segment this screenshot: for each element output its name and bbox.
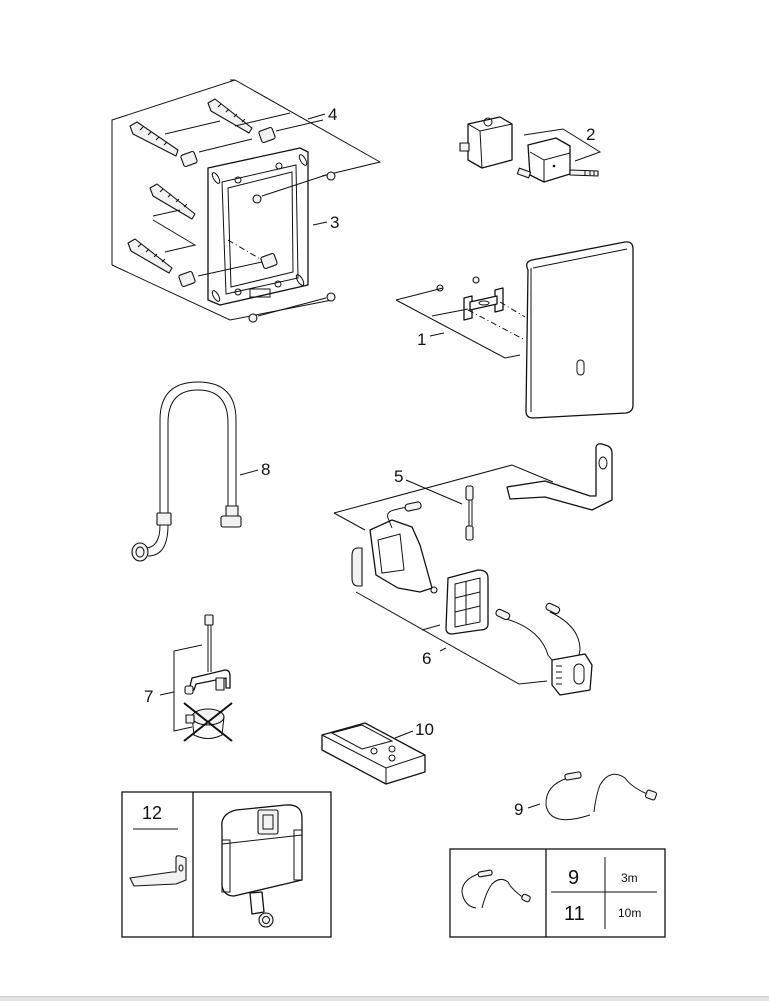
wall-anchor <box>129 121 179 157</box>
callout-label-3: 3 <box>330 213 339 232</box>
callout-label-5: 5 <box>394 467 403 486</box>
electronics-box-group <box>459 116 602 183</box>
sleeve <box>180 150 198 168</box>
callout-3-leader <box>312 221 328 226</box>
cistern-bracket <box>129 855 187 887</box>
callout-9-leader <box>527 803 541 809</box>
callout-5-bracket <box>333 464 554 514</box>
table-row-part-9: 9 <box>568 867 579 889</box>
remote-button <box>388 745 396 753</box>
valve-insert-group <box>159 614 233 742</box>
callout-label-2: 2 <box>586 125 595 144</box>
screw <box>252 194 262 204</box>
table-row-length-11: 10m <box>618 906 641 920</box>
screw <box>326 171 336 181</box>
sensor-window <box>576 359 585 376</box>
extension-cable <box>527 771 658 821</box>
remote-control <box>321 722 426 785</box>
page-footer-divider <box>0 996 769 1001</box>
callout-1-leader <box>429 332 445 337</box>
part-12-box: 12 <box>121 791 332 938</box>
callout-10-leader <box>394 730 414 739</box>
wall-anchor <box>207 98 253 134</box>
callout-label-4: 4 <box>328 105 337 124</box>
callout-label-7: 7 <box>144 687 153 706</box>
connection-hose <box>131 381 259 562</box>
callout-6-leader <box>439 647 447 652</box>
table-row-length-9: 3m <box>621 871 638 885</box>
callout-label-6: 6 <box>422 649 431 668</box>
wall-anchor <box>149 183 196 220</box>
concealed-cistern <box>221 804 303 928</box>
cable-length-table: 9 3m 11 10m <box>449 848 666 938</box>
module-holder <box>445 569 489 635</box>
screw <box>248 313 258 323</box>
mounting-frame-group <box>111 79 382 323</box>
solenoid-valve <box>369 519 433 593</box>
table-row-part-11: 11 <box>564 903 585 925</box>
callout-7-leader <box>159 691 175 696</box>
remote-button <box>388 754 396 762</box>
part-12-frame <box>121 791 332 938</box>
electronics-box <box>467 116 513 169</box>
sensor-electronics-group <box>355 569 593 696</box>
callout-label-9: 9 <box>514 800 523 819</box>
crossed-out-part <box>183 702 233 742</box>
callout-label-8: 8 <box>261 460 270 479</box>
callout-4-leader <box>307 113 326 120</box>
electronics-box-cover <box>527 137 571 183</box>
screw <box>472 276 480 284</box>
callout-2-bracket <box>523 128 602 162</box>
sleeve <box>178 270 196 288</box>
sensor-module <box>551 653 593 696</box>
sleeve <box>258 126 276 144</box>
callout-8-leader <box>239 469 259 476</box>
callout-6-bracket <box>355 591 548 685</box>
callout-5-leader <box>405 479 463 505</box>
callout-label-1: 1 <box>417 330 426 349</box>
part-12-label: 12 <box>142 803 162 823</box>
group-bracket-lower <box>111 264 333 321</box>
cover-plate-group <box>395 241 634 419</box>
callout-7-bracket <box>173 644 203 732</box>
remote-display <box>330 724 394 750</box>
valve-bracket <box>506 443 613 511</box>
cover-plate <box>525 241 634 419</box>
cable-thumbnail-icon <box>461 869 531 909</box>
callout-label-10: 10 <box>415 720 434 739</box>
solenoid-valve-group <box>333 443 613 594</box>
wall-anchor <box>127 238 173 274</box>
sleeve <box>260 252 278 270</box>
remote-button <box>370 747 378 755</box>
screw <box>326 292 336 302</box>
